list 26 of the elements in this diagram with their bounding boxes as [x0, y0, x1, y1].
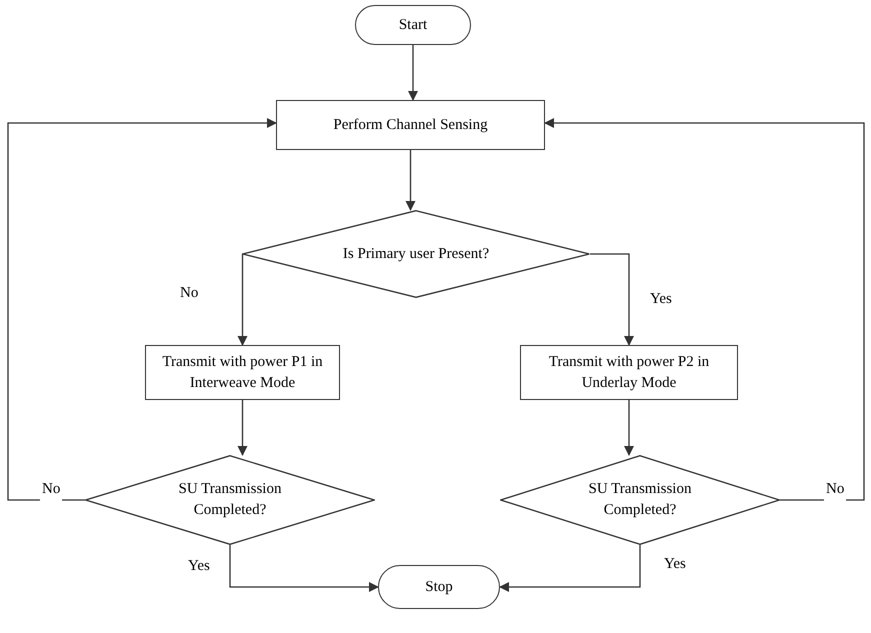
node-label: Transmit with power P1 in Interweave Mode	[161, 352, 324, 392]
node-label: SU Transmission Completed?	[588, 480, 692, 520]
process-box	[145, 345, 340, 400]
decision-diamond	[500, 455, 780, 545]
terminal-shape	[355, 5, 471, 45]
decision-diamond	[242, 210, 590, 298]
arrow	[7, 118, 277, 501]
decision-diamond	[85, 455, 375, 545]
arrow	[238, 400, 248, 456]
node-label: Stop	[424, 578, 454, 597]
arrow	[590, 253, 634, 346]
node-label: Transmit with power P2 in Underlay Mode	[548, 352, 710, 392]
node-label: Is Primary user Present?	[342, 244, 490, 264]
terminal-shape	[378, 565, 500, 609]
arrow	[544, 118, 865, 501]
node-label: SU Transmission Completed?	[178, 480, 282, 520]
node-label: Perform Channel Sensing	[332, 116, 489, 135]
arrow	[499, 545, 641, 592]
process-box	[276, 100, 545, 150]
arrow	[624, 400, 634, 456]
arrow	[406, 150, 416, 211]
arrow	[408, 45, 418, 101]
arrow	[238, 253, 248, 346]
node-label: Start	[398, 16, 428, 35]
process-box	[520, 345, 738, 400]
arrow	[229, 545, 379, 592]
